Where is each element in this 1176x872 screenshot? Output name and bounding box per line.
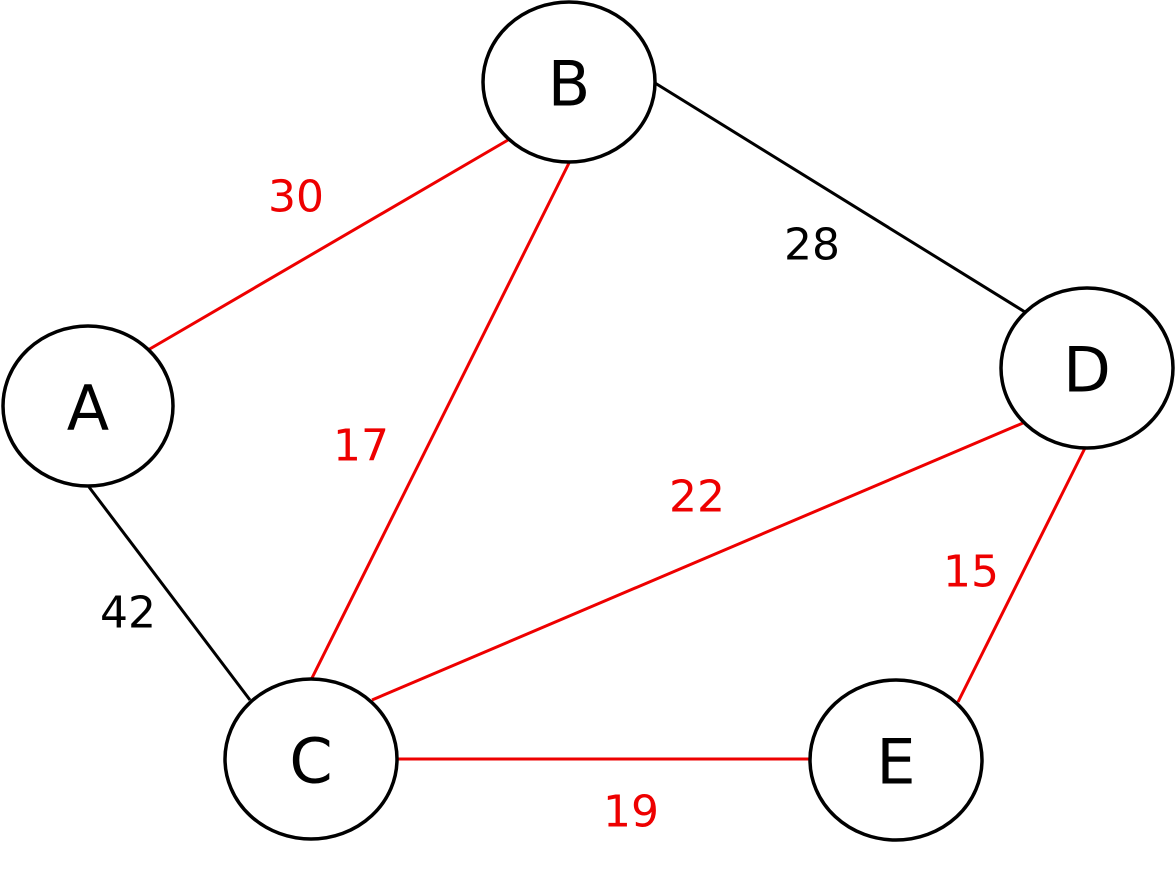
edge-weight-a-b: 30: [268, 172, 324, 223]
node-a: A: [1, 324, 175, 488]
edge-weight-a-c: 42: [100, 588, 156, 639]
edge-b-d: [654, 81, 1026, 314]
node-b: B: [481, 0, 657, 164]
node-b-circle: [481, 0, 657, 164]
node-e-circle: [808, 678, 984, 842]
edge-weight-c-e: 19: [603, 787, 659, 838]
edge-a-c: [87, 486, 252, 701]
node-c-label: C: [289, 725, 332, 798]
edge-weights-layer: 30 28 17 42 22 15 19: [100, 172, 999, 838]
node-d-circle: [999, 286, 1175, 450]
edge-c-d: [371, 421, 1024, 702]
edge-weight-b-c: 17: [333, 421, 389, 472]
edge-b-c: [309, 162, 571, 681]
node-c-circle: [223, 677, 399, 841]
node-a-label: A: [67, 372, 109, 445]
node-d-label: D: [1063, 334, 1111, 407]
edges-layer: [87, 81, 1087, 761]
node-e: E: [808, 678, 984, 842]
node-c: C: [223, 677, 399, 841]
edge-weight-b-d: 28: [784, 220, 840, 271]
edge-weight-d-e: 15: [943, 547, 999, 598]
node-a-circle: [1, 324, 175, 488]
edge-d-e: [956, 447, 1087, 703]
nodes-layer: A B C D E: [1, 0, 1175, 842]
node-d: D: [999, 286, 1175, 450]
edge-weight-c-d: 22: [669, 472, 725, 523]
node-b-label: B: [548, 48, 591, 121]
edge-a-b: [147, 138, 509, 352]
node-e-label: E: [876, 726, 915, 799]
